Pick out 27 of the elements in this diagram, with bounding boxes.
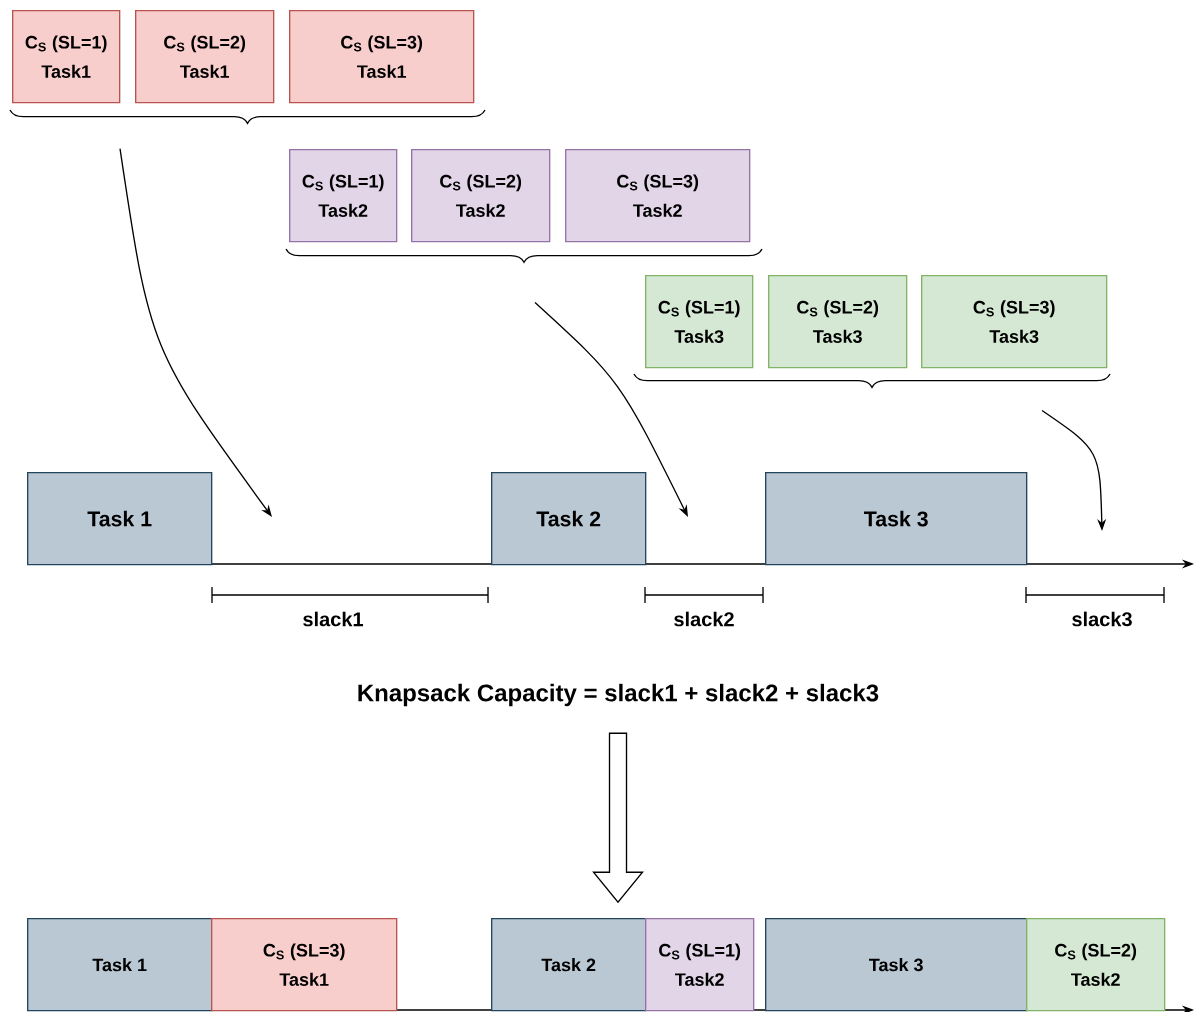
- task-box: Task 3: [765, 472, 1028, 566]
- curly-brace: [633, 373, 1111, 388]
- candidate-box: C$_{S}$ (SL=1) Task3: [645, 275, 754, 369]
- task-box: Task 2: [491, 918, 647, 1012]
- task-box: Task 1: [27, 472, 213, 566]
- candidate-box: C$_{S}$ (SL=3) Task1: [211, 918, 398, 1012]
- candidate-box: C$_{S}$ (SL=1) Task2: [289, 149, 398, 243]
- candidate-box: C$_{S}$ (SL=3) Task3: [921, 275, 1108, 369]
- block-arrow: [592, 732, 644, 904]
- candidate-box: C$_{S}$ (SL=1) Task1: [12, 10, 121, 104]
- candidate-box: C$_{S}$ (SL=1) Task2: [645, 918, 755, 1012]
- candidate-box: C$_{S}$ (SL=2) Task2: [1026, 918, 1166, 1012]
- curved-arrow: [119, 147, 272, 517]
- task-box: Task 1: [27, 918, 213, 1012]
- candidate-box: C$_{S}$ (SL=3) Task1: [289, 10, 475, 104]
- curly-brace: [285, 248, 763, 263]
- slack-label: slack3: [1072, 611, 1132, 627]
- candidate-box: C$_{S}$ (SL=2) Task1: [135, 10, 275, 104]
- candidate-box: C$_{S}$ (SL=2) Task3: [768, 275, 908, 369]
- curly-brace: [9, 109, 486, 124]
- slack-label: slack1: [303, 611, 363, 627]
- task-box: Task 2: [491, 472, 647, 566]
- candidate-box: C$_{S}$ (SL=2) Task2: [411, 149, 551, 243]
- task-box: Task 3: [765, 918, 1028, 1012]
- candidate-box: C$_{S}$ (SL=3) Task2: [565, 149, 751, 243]
- formula-text: Knapsack Capacity = slack1 + slack2 + slack3: [358, 683, 879, 707]
- slack-label: slack2: [674, 611, 734, 627]
